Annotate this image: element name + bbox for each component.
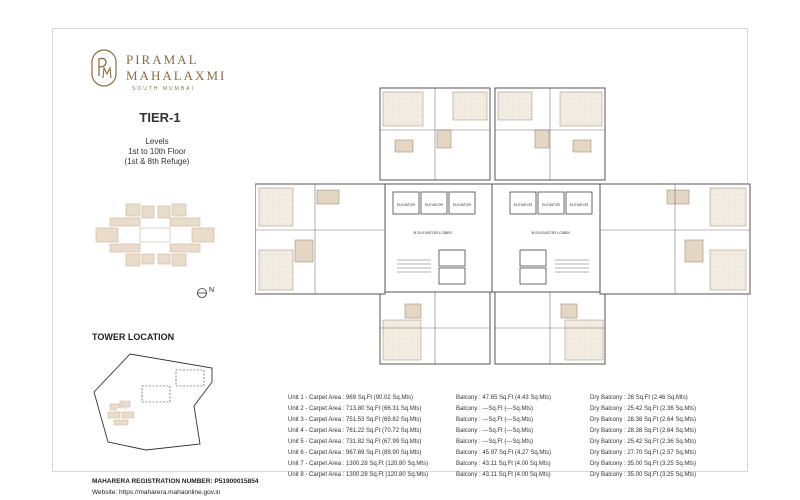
brand-name-line1: PIRAMAL [126, 52, 199, 67]
elevator-label: ELEVATOR [570, 203, 589, 207]
elevator-label: ELEVATOR [514, 203, 533, 207]
key-plan-thumbnail [95, 203, 215, 267]
lobby-label-right: B ELEVATOR LOBBY [532, 230, 571, 235]
north-compass: N [196, 286, 218, 298]
table-row: Unit 3 - Carpet Area : 751.53 Sq.Ft (69.… [288, 417, 697, 423]
table-row: Unit 7 - Carpet Area : 1300.28 Sq.Ft (12… [288, 461, 697, 467]
levels-range: 1st to 10th Floor [128, 147, 186, 156]
table-row: Unit 5 - Carpet Area : 731.82 Sq.Ft (67.… [288, 439, 697, 445]
tier-title: TIER-1 [139, 110, 181, 125]
tower-location-map [93, 353, 213, 451]
compass-label: N [209, 287, 215, 294]
elevator-label: ELEVATOR [425, 203, 444, 207]
table-row: Unit 6 - Carpet Area : 967.69 Sq.Ft (89.… [288, 450, 697, 456]
elevator-label: ELEVATOR [397, 203, 416, 207]
tower-location-title: TOWER LOCATION [92, 332, 175, 342]
monogram-icon [91, 49, 117, 87]
brand-tagline: SOUTH MUMBAI [132, 86, 195, 92]
table-row: Unit 1 - Carpet Area : 969 Sq.Ft (90.02 … [288, 395, 688, 401]
brand-logo: PIRAMAL MAHALAXMI SOUTH MUMBAI [90, 46, 250, 106]
lobby-label-left: B ELEVATOR LOBBY [414, 230, 453, 235]
table-row: Unit 8 - Carpet Area : 1300.28 Sq.Ft (12… [288, 472, 697, 478]
levels-label: Levels [145, 137, 169, 146]
table-row: Unit 2 - Carpet Area : 713.80 Sq.Ft (66.… [288, 406, 697, 412]
levels-refuge: (1st & 8th Refuge) [124, 157, 190, 166]
compass-icon [197, 288, 207, 298]
table-row: Unit 4 - Carpet Area : 761.22 Sq.Ft (70.… [288, 428, 697, 434]
elevator-label: ELEVATOR [453, 203, 472, 207]
brand-name-line2: MAHALAXMI [126, 68, 227, 83]
levels-info: Levels 1st to 10th Floor (1st & 8th Refu… [92, 137, 222, 167]
maharera-registration: MAHARERA REGISTRATION NUMBER: P519000158… [92, 478, 259, 485]
elevator-label: ELEVATOR [542, 203, 561, 207]
maharera-website: Website: https://maharera.mahaonline.gov… [92, 489, 221, 496]
floor-plan: ELEVATOR ELEVATOR ELEVATOR ELEVATOR ELEV… [255, 87, 751, 365]
